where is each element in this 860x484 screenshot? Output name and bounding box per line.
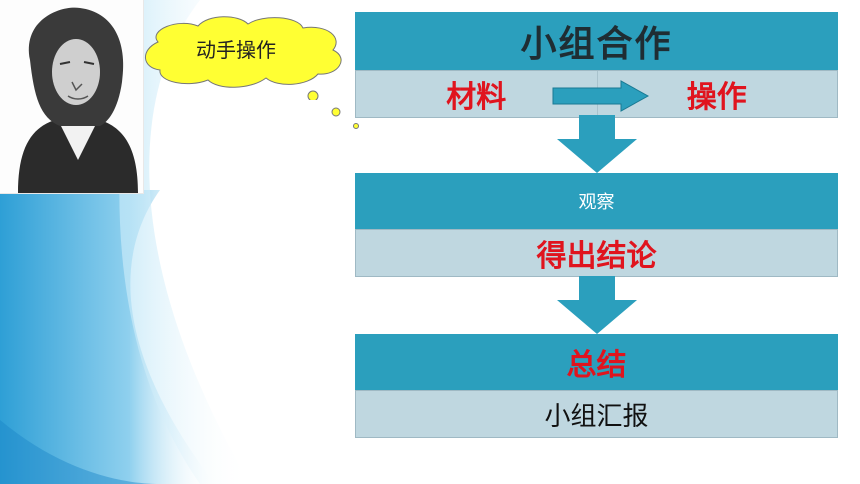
- block-observe-header: 观察: [355, 173, 838, 229]
- block-cooperation-title: 小组合作: [520, 24, 673, 65]
- down-arrow-icon: [557, 276, 637, 334]
- block-observe-body: 得出结论: [355, 229, 838, 277]
- bubble-text: 动手操作: [196, 38, 276, 62]
- group-report-label: 小组汇报: [544, 401, 649, 432]
- block-summary-body: 小组汇报: [355, 390, 838, 438]
- materials-label: 材料: [446, 80, 507, 115]
- thought-dots: [331, 107, 359, 129]
- block-cooperation-header: 小组合作: [355, 12, 838, 70]
- block-summary-title: 总结: [566, 348, 627, 383]
- block-summary-header: 总结: [355, 334, 838, 390]
- operation-label: 操作: [686, 80, 747, 115]
- thought-bubble: [145, 16, 342, 100]
- block-cooperation-body: 材料 操作: [355, 70, 838, 118]
- down-arrow-icon: [557, 115, 637, 173]
- portrait-image: [0, 0, 144, 194]
- right-arrow-icon: [552, 80, 650, 112]
- conclusion-label: 得出结论: [536, 239, 657, 274]
- block-observe-title: 观察: [578, 192, 615, 213]
